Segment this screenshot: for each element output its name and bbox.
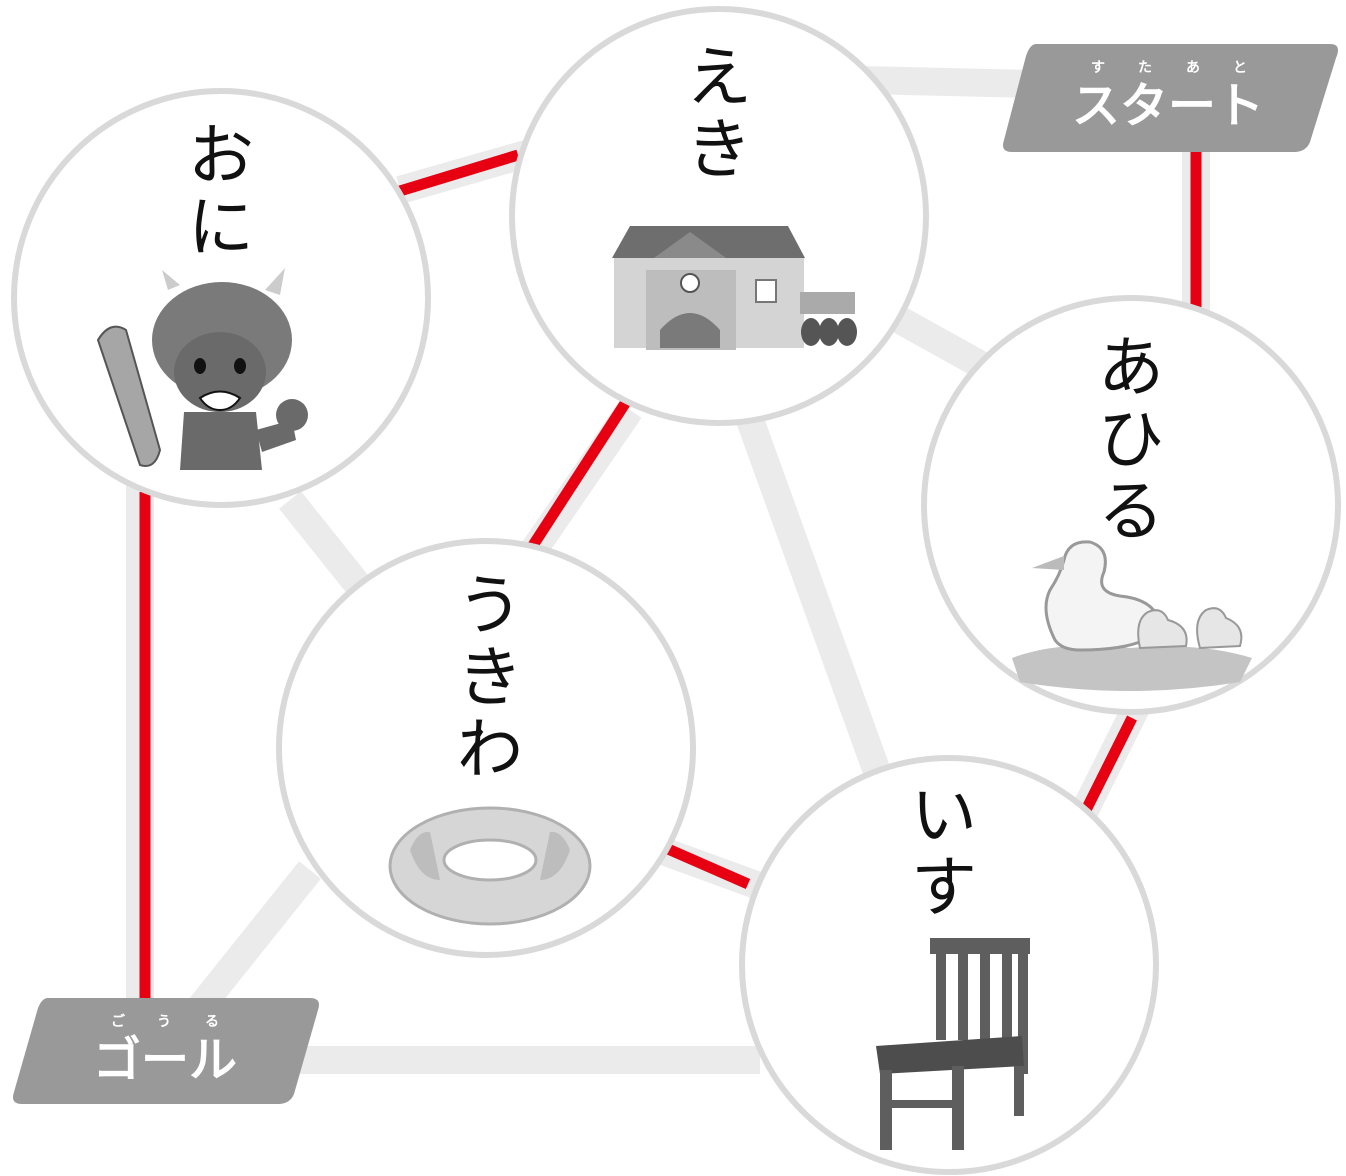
node-ukiwa-circle bbox=[276, 538, 696, 958]
answer-path bbox=[139, 149, 1202, 1000]
node-ukiwa-char-2: き bbox=[457, 639, 523, 716]
goal-label: ご う る ゴール bbox=[13, 998, 319, 1104]
chair-icon bbox=[876, 938, 1030, 1150]
node-ahiru: あ ひ る bbox=[921, 295, 1341, 715]
goal-ruby-1: ご bbox=[111, 1013, 126, 1030]
node-oni-char-2: に bbox=[188, 189, 254, 266]
node-ukiwa: う き わ bbox=[276, 538, 696, 958]
node-ahiru-char-1: あ bbox=[1098, 329, 1164, 406]
start-text: スタート bbox=[1072, 78, 1264, 134]
node-eki-char-2: き bbox=[686, 111, 752, 188]
node-eki: え き bbox=[509, 6, 929, 426]
start-label-bg bbox=[1003, 44, 1338, 152]
goal-label-bg bbox=[13, 998, 319, 1104]
node-isu-char-2: す bbox=[911, 849, 977, 926]
node-isu-char-1: い bbox=[911, 777, 977, 854]
node-isu: い す bbox=[739, 755, 1159, 1175]
start-ruby-3: あ bbox=[1186, 60, 1200, 76]
node-isu-circle bbox=[739, 755, 1159, 1175]
road-eki-isu bbox=[736, 415, 894, 785]
goal-text: ゴール bbox=[93, 1032, 237, 1088]
duck-family-icon bbox=[1012, 540, 1252, 691]
goal-ruby-3: る bbox=[205, 1014, 219, 1030]
start-label: す た あ と スタート bbox=[1003, 44, 1338, 152]
path-ahiru-isu bbox=[1080, 715, 1137, 815]
start-ruby-4: と bbox=[1233, 60, 1247, 76]
goal-ruby-2: う bbox=[157, 1014, 171, 1030]
road-ukiwa-goal bbox=[179, 861, 321, 1029]
node-oni: お に bbox=[11, 88, 431, 508]
start-ruby-1: す bbox=[1091, 60, 1105, 76]
node-oni-char-1: お bbox=[188, 117, 254, 194]
node-ukiwa-char-1: う bbox=[457, 567, 523, 644]
node-ukiwa-char-3: わ bbox=[457, 711, 523, 788]
node-ahiru-char-2: ひ bbox=[1098, 401, 1164, 478]
swim-ring-icon bbox=[388, 806, 592, 926]
path-isu-ukiwa bbox=[665, 843, 751, 890]
node-ahiru-circle bbox=[921, 295, 1341, 715]
path-eki-oni bbox=[398, 149, 520, 197]
node-eki-char-1: え bbox=[686, 39, 752, 116]
station-building-icon bbox=[612, 226, 857, 350]
path-ukiwa-eki bbox=[525, 399, 631, 553]
oni-demon-icon bbox=[96, 268, 308, 470]
start-ruby-2: た bbox=[1138, 60, 1152, 76]
road-eki-ahiru bbox=[893, 307, 997, 383]
node-ahiru-char-3: る bbox=[1098, 473, 1164, 550]
